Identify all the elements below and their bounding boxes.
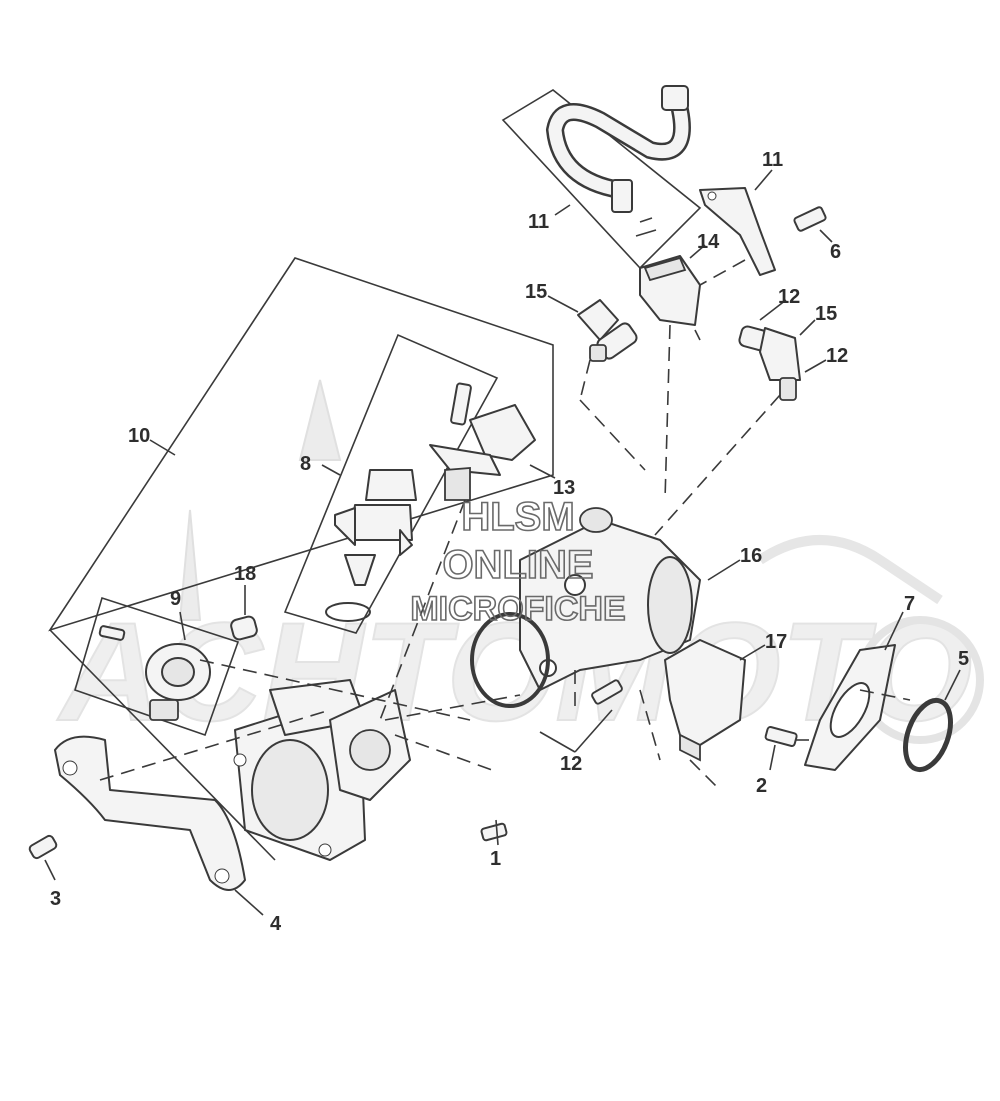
screw-3 — [28, 834, 58, 860]
leader-lines — [44, 169, 961, 916]
watermark-line-3: MICROFICHE — [410, 590, 625, 628]
callout-7: 7 — [904, 593, 915, 615]
screw-6 — [793, 206, 827, 232]
background-motorcycle-frame — [757, 535, 943, 605]
connector-14 — [639, 255, 701, 326]
callout-11-bracket: 11 — [762, 149, 783, 171]
screw-manifold — [591, 679, 623, 705]
throttle-position-sensor — [145, 643, 211, 721]
callout-17: 17 — [765, 631, 787, 653]
callout-10: 10 — [128, 425, 150, 447]
callout-15-left: 15 — [525, 281, 547, 303]
callout-12-manifold: 12 — [560, 753, 582, 775]
screw-tps — [98, 625, 126, 641]
callout-2: 2 — [756, 775, 767, 797]
callout-15-right: 15 — [815, 303, 837, 325]
idle-air-control-valve — [325, 469, 417, 622]
callout-9: 9 — [170, 588, 181, 610]
group-outline-11 — [501, 89, 702, 270]
intake-manifold — [519, 507, 701, 691]
callout-12-injector-bottom: 12 — [826, 345, 848, 367]
callout-6: 6 — [830, 241, 841, 263]
callout-14: 14 — [697, 231, 720, 253]
throttle-body — [233, 679, 411, 861]
fuel-line-hose — [545, 85, 691, 237]
callout-4: 4 — [270, 913, 282, 935]
callout-11-hose: 11 — [528, 211, 549, 233]
screw-1 — [480, 822, 508, 842]
callout-1: 1 — [490, 848, 501, 870]
callout-3: 3 — [50, 888, 61, 910]
plug-18 — [230, 615, 258, 641]
callout-16: 16 — [740, 545, 762, 567]
group-outline-8 — [283, 333, 499, 634]
callout-5: 5 — [958, 648, 969, 670]
screw-iac — [450, 382, 472, 426]
group-outline-10-lower — [49, 629, 276, 861]
callout-18: 18 — [234, 563, 256, 585]
injector-bracket — [699, 187, 776, 276]
fuel-injector-left — [577, 299, 638, 362]
watermark-line-2: ONLINE — [442, 543, 593, 587]
callout-13: 13 — [553, 477, 575, 499]
watermark-line-1: HLSM — [461, 495, 574, 539]
fuel-injector-right — [738, 325, 801, 401]
callout-8: 8 — [300, 453, 311, 475]
sensor-13 — [429, 404, 536, 501]
background-spire-2 — [178, 509, 202, 621]
map-sensor — [664, 639, 746, 762]
gasket-7 — [804, 644, 896, 771]
assembly-lines — [99, 259, 911, 791]
background-spire-1 — [298, 379, 342, 461]
background-logo: ACHTOMOTO — [56, 379, 984, 751]
throttle-bracket-4 — [54, 735, 246, 891]
o-ring-5 — [903, 697, 953, 773]
watermark: HLSM ONLINE MICROFICHE — [410, 494, 627, 629]
callout-12-injector-top: 12 — [778, 286, 800, 308]
manifold-seal — [470, 612, 550, 708]
callout-labels: 1 2 3 4 5 6 7 8 9 10 11 11 12 12 12 13 1… — [50, 149, 969, 935]
